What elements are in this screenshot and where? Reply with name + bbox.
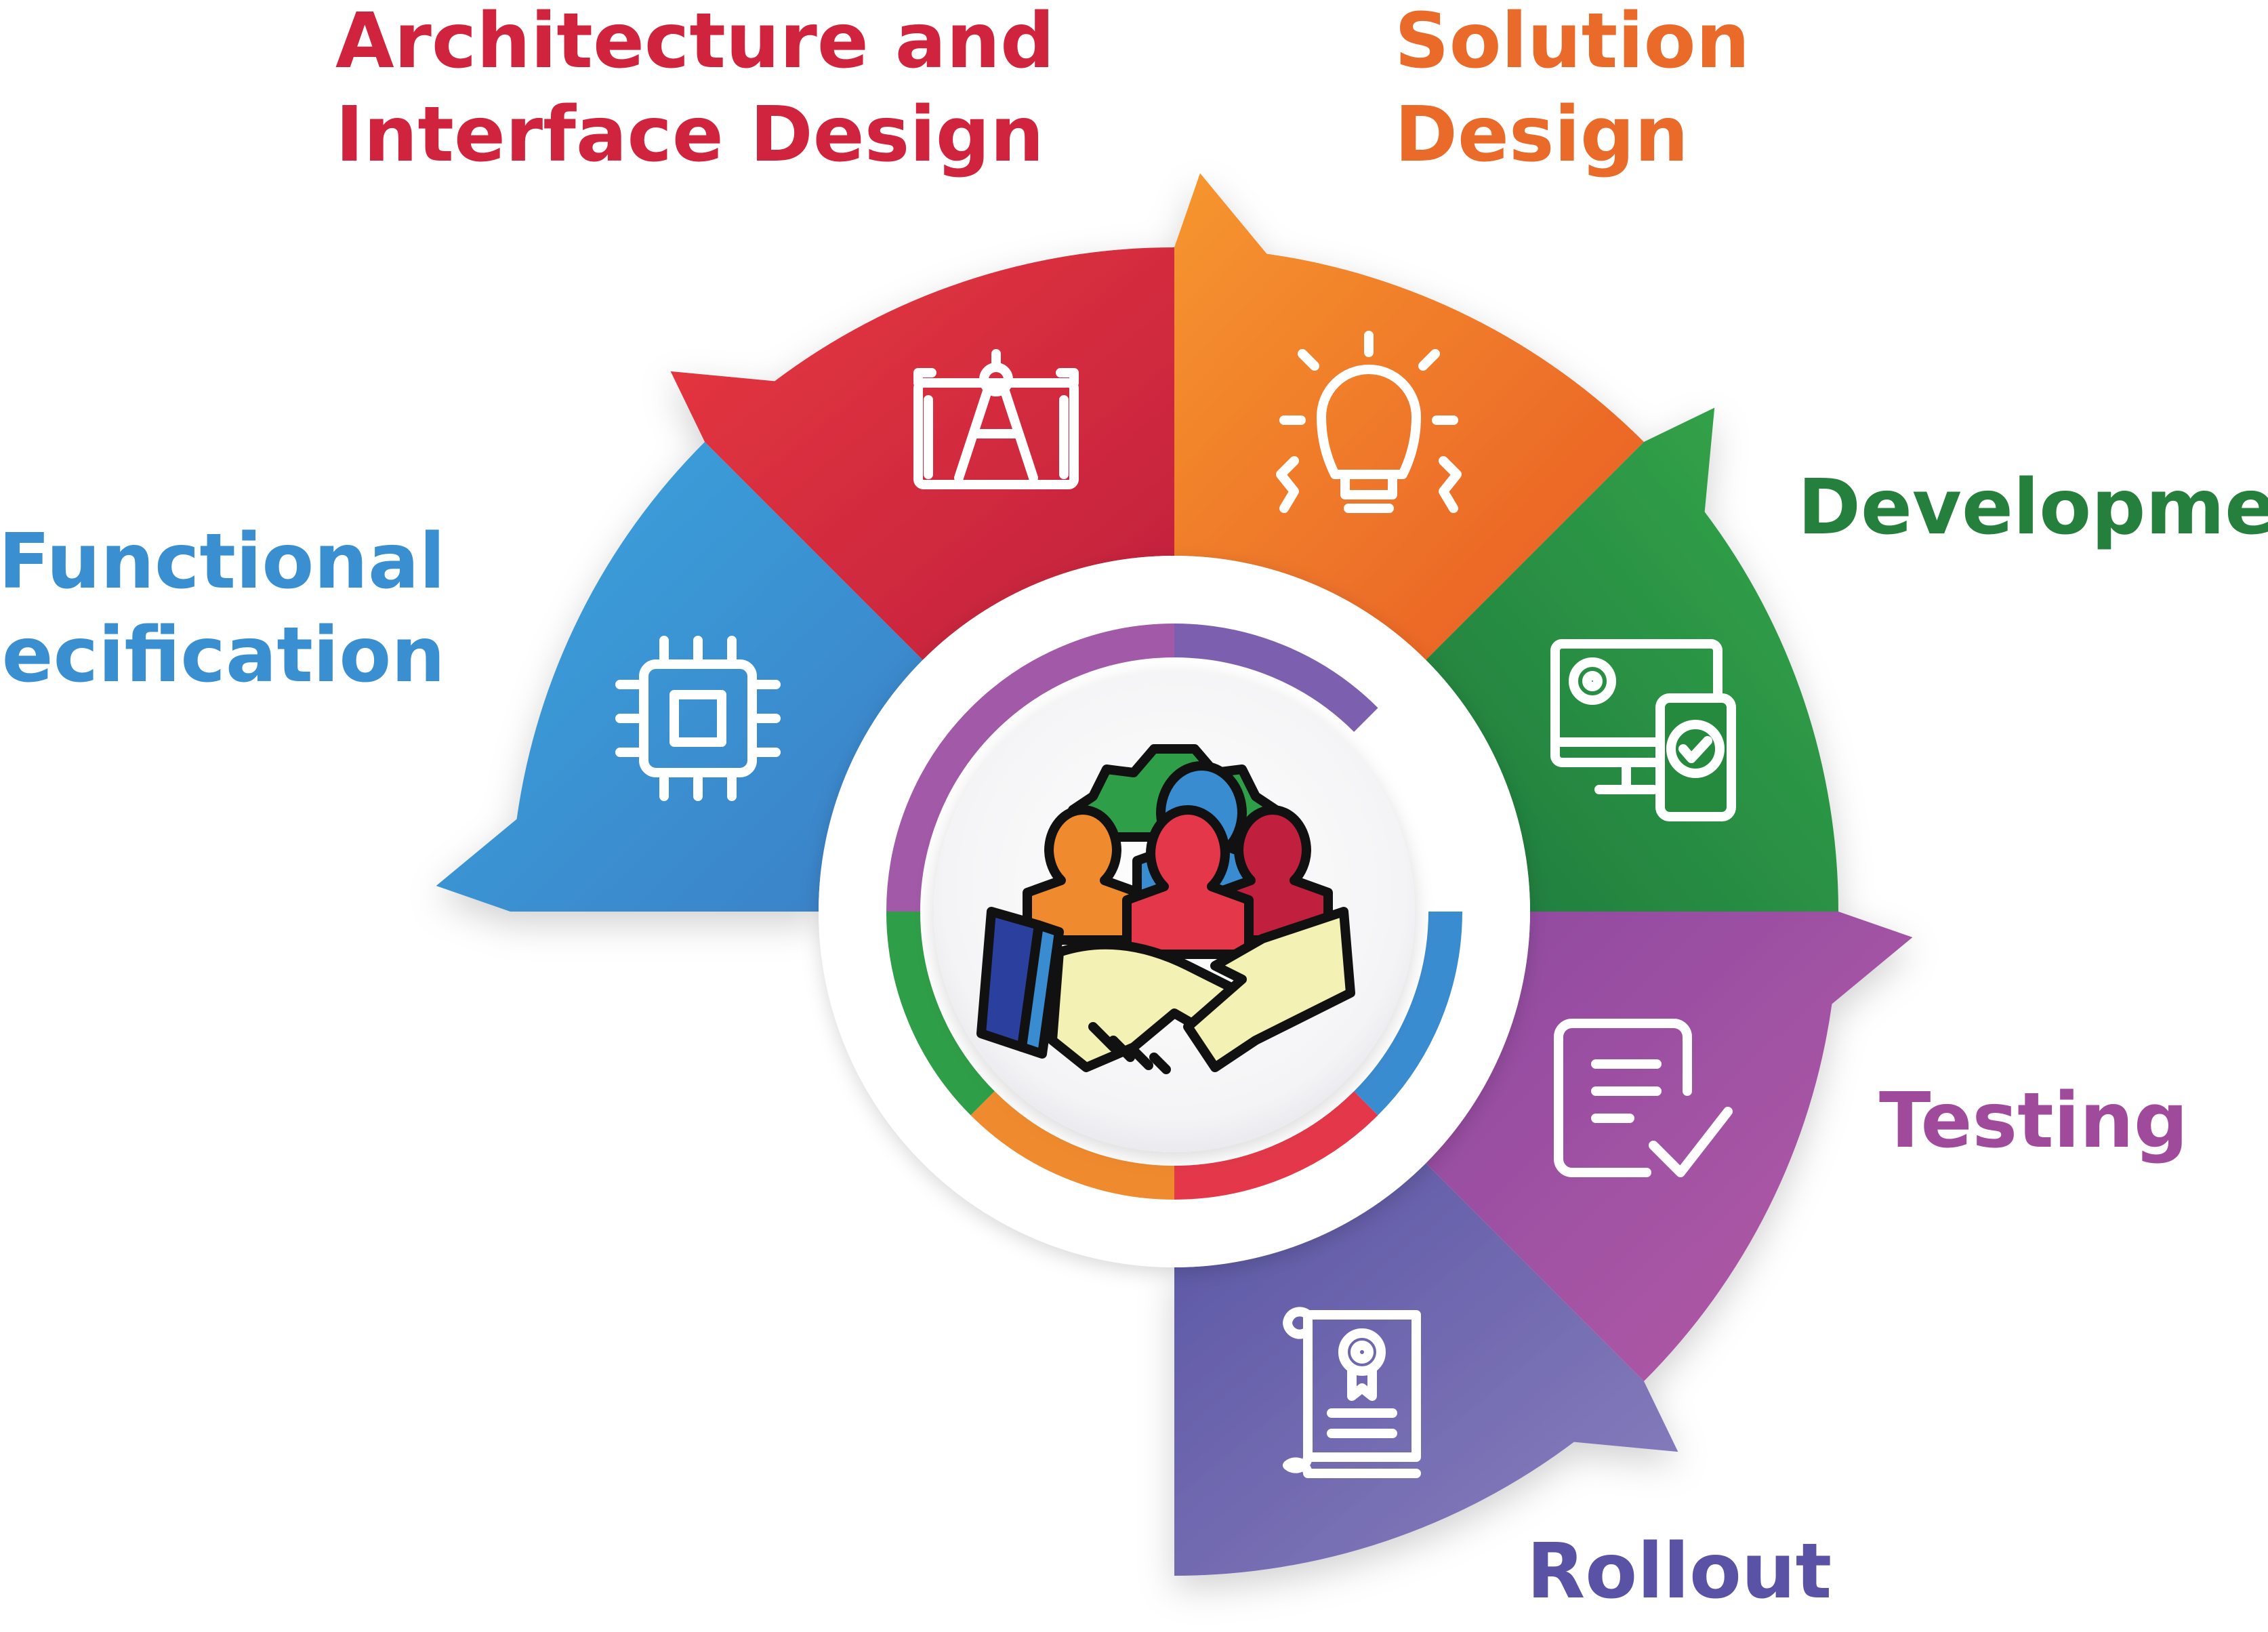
label-development: Development	[1798, 464, 2268, 552]
label-architecture-interface-design: Architecture and Interface Design	[335, 0, 1055, 179]
team-handshake-icon	[976, 744, 1355, 1074]
inner-ring-arc	[886, 911, 995, 1116]
inner-ring-arc	[886, 624, 1175, 912]
segment-functional-specification	[436, 442, 923, 912]
segment-rollout	[1174, 1163, 1678, 1576]
blueprint-compass-icon	[913, 349, 1079, 489]
segment-testing	[1426, 912, 1913, 1381]
checklist-document-icon	[1554, 1019, 1733, 1177]
lightbulb-gear-icon	[1276, 331, 1462, 513]
devices-gear-icon	[1550, 639, 1736, 821]
inner-ring-arc	[1174, 1091, 1378, 1200]
label-testing: Testing	[1879, 1077, 2188, 1165]
label-solution-design: Solution Design	[1395, 0, 1750, 179]
segment-solution-design	[1174, 173, 1644, 660]
inner-ring-arc	[1174, 624, 1378, 732]
label-rollout: Rollout	[1527, 1528, 1832, 1616]
inner-ring-arc	[970, 1091, 1175, 1200]
inner-color-ring	[886, 624, 1462, 1200]
certificate-scroll-icon	[1283, 1307, 1421, 1478]
chip-icon	[615, 636, 781, 801]
label-functional-specification: Functional Specification	[0, 518, 445, 699]
inner-ring-arc	[1354, 911, 1462, 1116]
